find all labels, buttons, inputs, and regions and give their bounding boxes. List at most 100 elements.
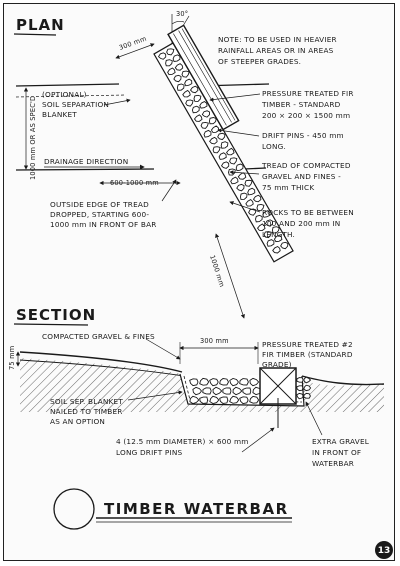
rock [271, 226, 280, 234]
outside-edge-3: 1000 mm IN FRONT OF BAR [50, 220, 157, 229]
dim-1000-label: 1000 mm [208, 254, 226, 288]
rock [203, 129, 212, 138]
rock [266, 239, 275, 247]
rock [201, 110, 210, 118]
rock [185, 99, 194, 107]
drawing-sheet: PLAN 30° 300 mm NOTE: TO BE USED IN HEAV… [3, 3, 395, 561]
rock [165, 59, 173, 67]
outside-edge-1: OUTSIDE EDGE OF TREAD [50, 200, 149, 209]
rock [176, 83, 185, 91]
rock [212, 146, 221, 154]
extra-gravel-3: WATERBAR [312, 459, 354, 468]
section-heading-underline [13, 323, 89, 326]
rock [220, 141, 229, 149]
rock [303, 392, 311, 399]
rock [303, 376, 312, 384]
page-number: 13 [378, 546, 391, 556]
pt-section-3: GRADE) [262, 360, 292, 369]
timber-diag-2 [259, 367, 297, 405]
rock [264, 219, 273, 227]
rock [166, 48, 175, 56]
rock [229, 378, 239, 387]
compacted-leader [145, 338, 181, 360]
drift-pins-leader [217, 128, 260, 137]
rock [273, 234, 283, 243]
tread-1: TREAD OF COMPACTED [261, 161, 351, 170]
drawing-canvas: PLAN 30° 300 mm NOTE: TO BE USED IN HEAV… [8, 10, 393, 559]
rock [296, 385, 304, 392]
rock [256, 223, 266, 231]
trail-upper-edge [15, 83, 270, 87]
rocks-3: LENGTH. [262, 230, 295, 239]
page-number-badge: 13 [375, 541, 393, 559]
optional-label-1: (OPTIONAL) [42, 90, 87, 99]
rock [199, 396, 209, 404]
pt-plan-2: TIMBER - STANDARD [261, 100, 341, 109]
drift-pins-2: LONG. [262, 142, 286, 151]
rock [209, 378, 219, 387]
drift-pins-1: DRIFT PINS - 450 mm [262, 131, 344, 140]
rock [296, 392, 304, 400]
section-view: SECTION COMPACTED GRAVEL & FINES 300 mm … [8, 306, 385, 468]
rock [256, 203, 265, 212]
extra-gravel-1: EXTRA GRAVEL [312, 437, 370, 446]
trail-width-label: 1000 mm OR AS SPEC'D [29, 96, 37, 180]
plan-heading: PLAN [16, 16, 65, 34]
optional-leader [103, 98, 131, 106]
rock [189, 85, 199, 94]
rock [219, 396, 229, 404]
rock [220, 161, 230, 169]
dim-300-line [115, 43, 155, 59]
plan-view: PLAN 30° 300 mm NOTE: TO BE USED IN HEAV… [13, 10, 354, 319]
rock [245, 199, 254, 207]
rock [208, 117, 217, 125]
rock [280, 241, 289, 250]
rock [244, 179, 253, 187]
angle-label: 30° [176, 10, 188, 18]
extra-gravel-leader [305, 401, 323, 436]
plan-rocks [157, 48, 289, 254]
ground-right [301, 375, 385, 386]
rock [193, 114, 203, 122]
rock [184, 78, 193, 87]
trail-lower-edge-right [243, 167, 267, 170]
dim-1000-line [215, 233, 245, 319]
optional-label-2: SOIL SEPARATION [42, 100, 109, 109]
title-block: TIMBER WATERBAR [53, 488, 292, 530]
pt-plan-leader [209, 93, 261, 102]
timber-grain [181, 28, 236, 121]
section-75-label: 75 mm [8, 346, 16, 370]
angle-arc [171, 20, 185, 25]
rock [191, 105, 200, 114]
rock [219, 378, 230, 386]
rock [262, 210, 271, 218]
title-text: TIMBER WATERBAR [104, 500, 289, 518]
soil-blanket-3: AS AN OPTION [50, 417, 105, 426]
rock [200, 122, 209, 129]
soil-blanket-2: NAILED TO TIMBER [50, 407, 123, 416]
outside-edge-2: DROPPED, STARTING 600- [50, 210, 149, 219]
plan-note-2: RAINFALL AREAS OR IN AREAS [218, 46, 334, 55]
tread-3: 75 mm THICK [262, 183, 314, 192]
rock [174, 63, 184, 71]
rock [235, 163, 244, 172]
extra-gravel-2: IN FRONT OF [312, 448, 361, 457]
outside-edge-leader [161, 179, 177, 202]
rock [272, 245, 281, 254]
rock [232, 386, 243, 396]
rock [236, 183, 245, 192]
rocks-2: 100 AND 200 mm IN [262, 219, 340, 228]
dim-300-label: 300 mm [118, 35, 148, 52]
tread-2: GRAVEL AND FINES - [262, 172, 341, 181]
rock [230, 176, 239, 185]
section-rocks [189, 376, 312, 405]
rock [181, 70, 190, 78]
rock [189, 378, 199, 387]
optional-label-3: BLANKET [42, 110, 77, 119]
rock [182, 89, 191, 98]
rock [249, 395, 260, 404]
rock [226, 147, 235, 156]
rock [193, 94, 202, 102]
rocks-leader [229, 201, 261, 213]
soil-blanket-1: SOIL SEP. BLANKET [50, 397, 123, 406]
